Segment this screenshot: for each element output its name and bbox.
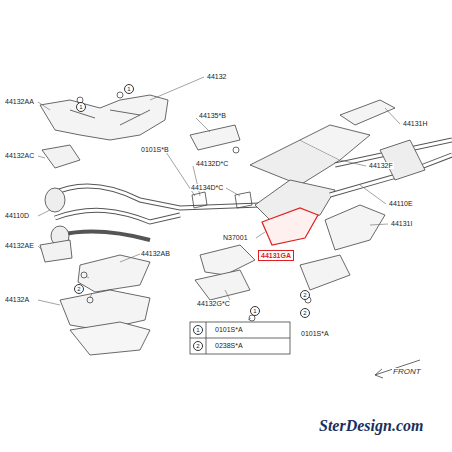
part-number: 44132F xyxy=(368,162,394,169)
part-number: 44132 xyxy=(206,73,227,80)
callout-number: 2 xyxy=(193,341,203,351)
part-number: N37001 xyxy=(222,234,249,241)
part-number: 44131I xyxy=(390,220,413,227)
callout-number: 2 xyxy=(74,284,84,294)
legend-cell: 0101S*A xyxy=(214,326,244,333)
part-number: 44132AC xyxy=(4,152,35,159)
part-number: 44132AE xyxy=(4,242,35,249)
part-number: 44132G*C xyxy=(196,300,231,307)
callout-number: 1 xyxy=(76,102,86,112)
callout-number: 2 xyxy=(300,308,310,318)
callout-number: 1 xyxy=(250,306,260,316)
part-number: 44132AA xyxy=(4,98,35,105)
part-number: 44131GA xyxy=(258,250,294,261)
callout-number: 2 xyxy=(300,290,310,300)
part-number: 0101S*B xyxy=(140,146,170,153)
part-number: 44110E xyxy=(388,200,414,207)
part-number: 44131H xyxy=(402,120,429,127)
watermark: SterDesign.com xyxy=(318,418,424,434)
callout-number: 1 xyxy=(193,325,203,335)
legend-cell: 0238S*A xyxy=(214,342,244,349)
callout-number: 1 xyxy=(124,84,134,94)
part-number: 44132A xyxy=(4,296,30,303)
part-number: 44132AB xyxy=(140,250,171,257)
part-number: 44132D*C xyxy=(195,160,229,167)
part-number: 44134D*C xyxy=(190,184,224,191)
part-number: 44110D xyxy=(4,212,30,219)
front-marker: FRONT xyxy=(392,368,422,376)
part-number: 0101S*A xyxy=(300,330,330,337)
part-number: 44135*B xyxy=(198,112,227,119)
